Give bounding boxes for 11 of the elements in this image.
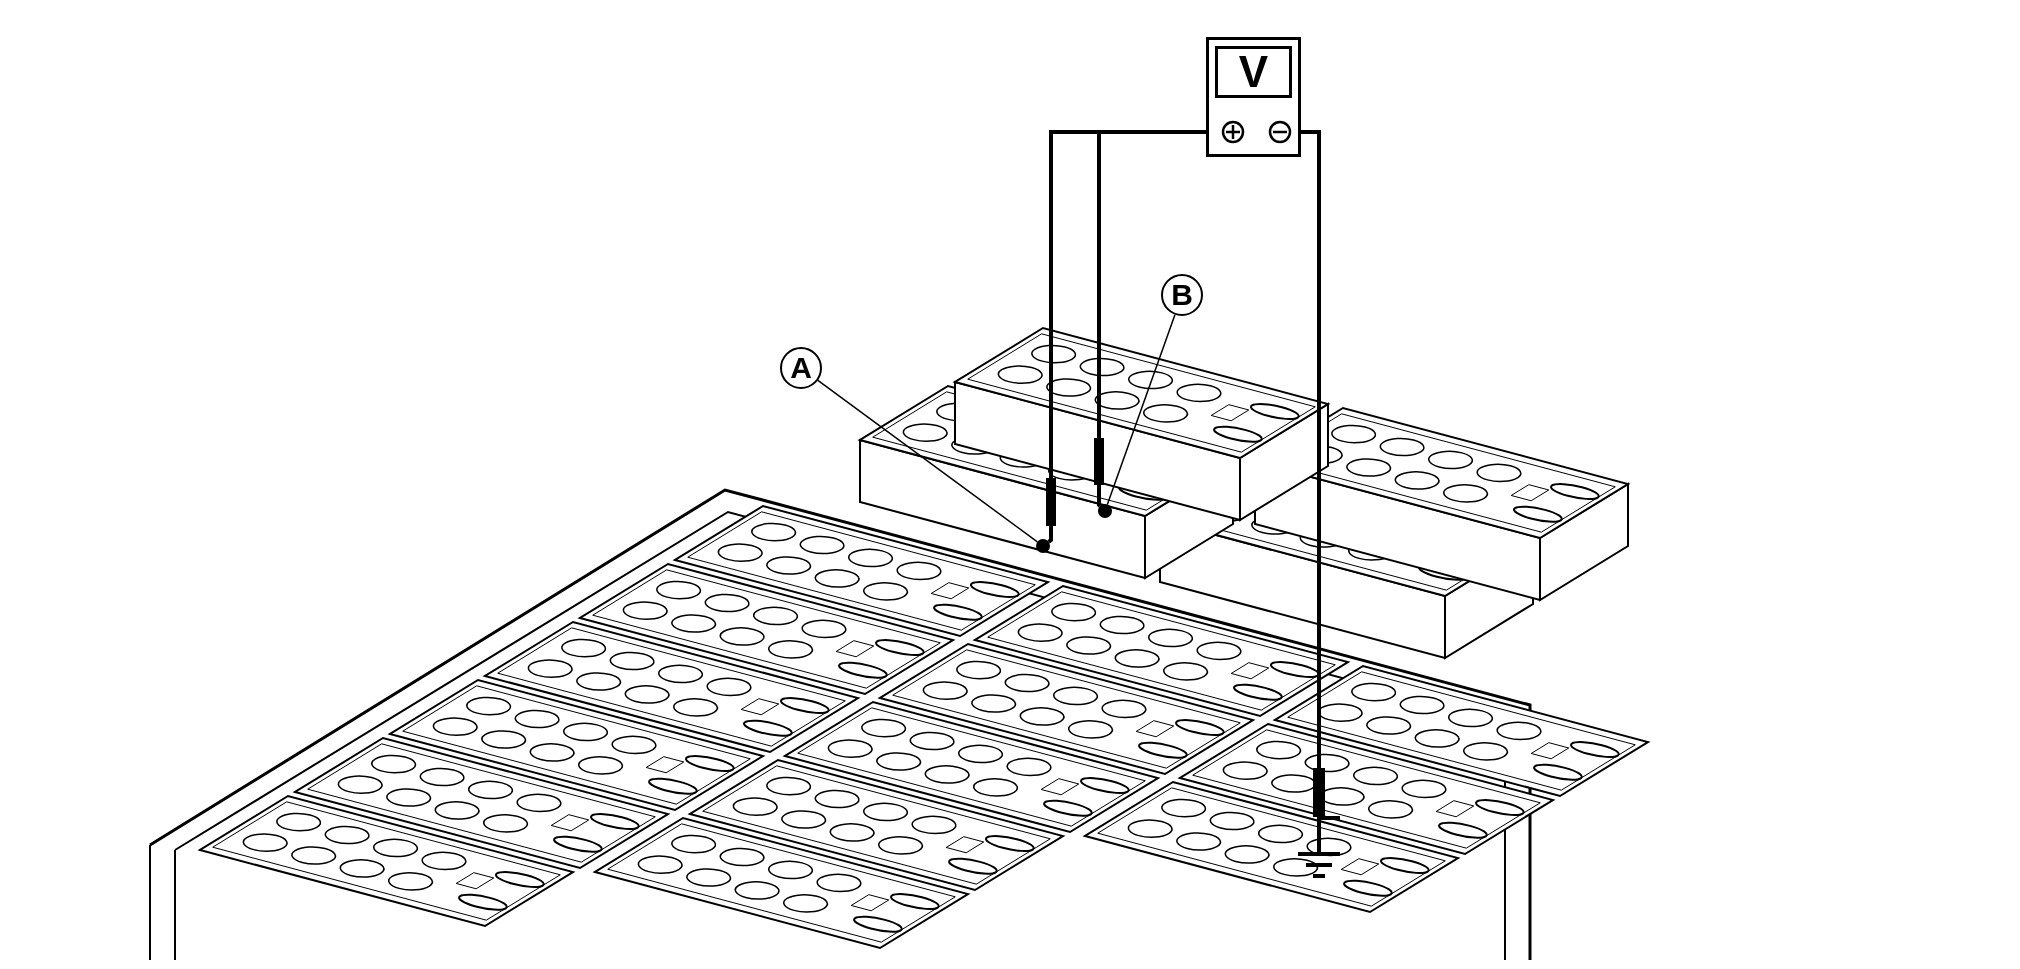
ground-symbol <box>1298 818 1340 878</box>
measuring-point <box>1036 539 1050 553</box>
measuring-point <box>1098 504 1112 518</box>
callout-letter: B <box>1161 274 1203 316</box>
leader-line <box>817 379 1039 543</box>
meter-display: V <box>1215 46 1292 98</box>
voltmeter <box>1206 37 1301 157</box>
leader-line <box>1106 314 1176 506</box>
test-lead-wire <box>1097 130 1206 507</box>
test-lead-wire <box>1301 130 1340 820</box>
callout-letter: A <box>780 347 822 389</box>
